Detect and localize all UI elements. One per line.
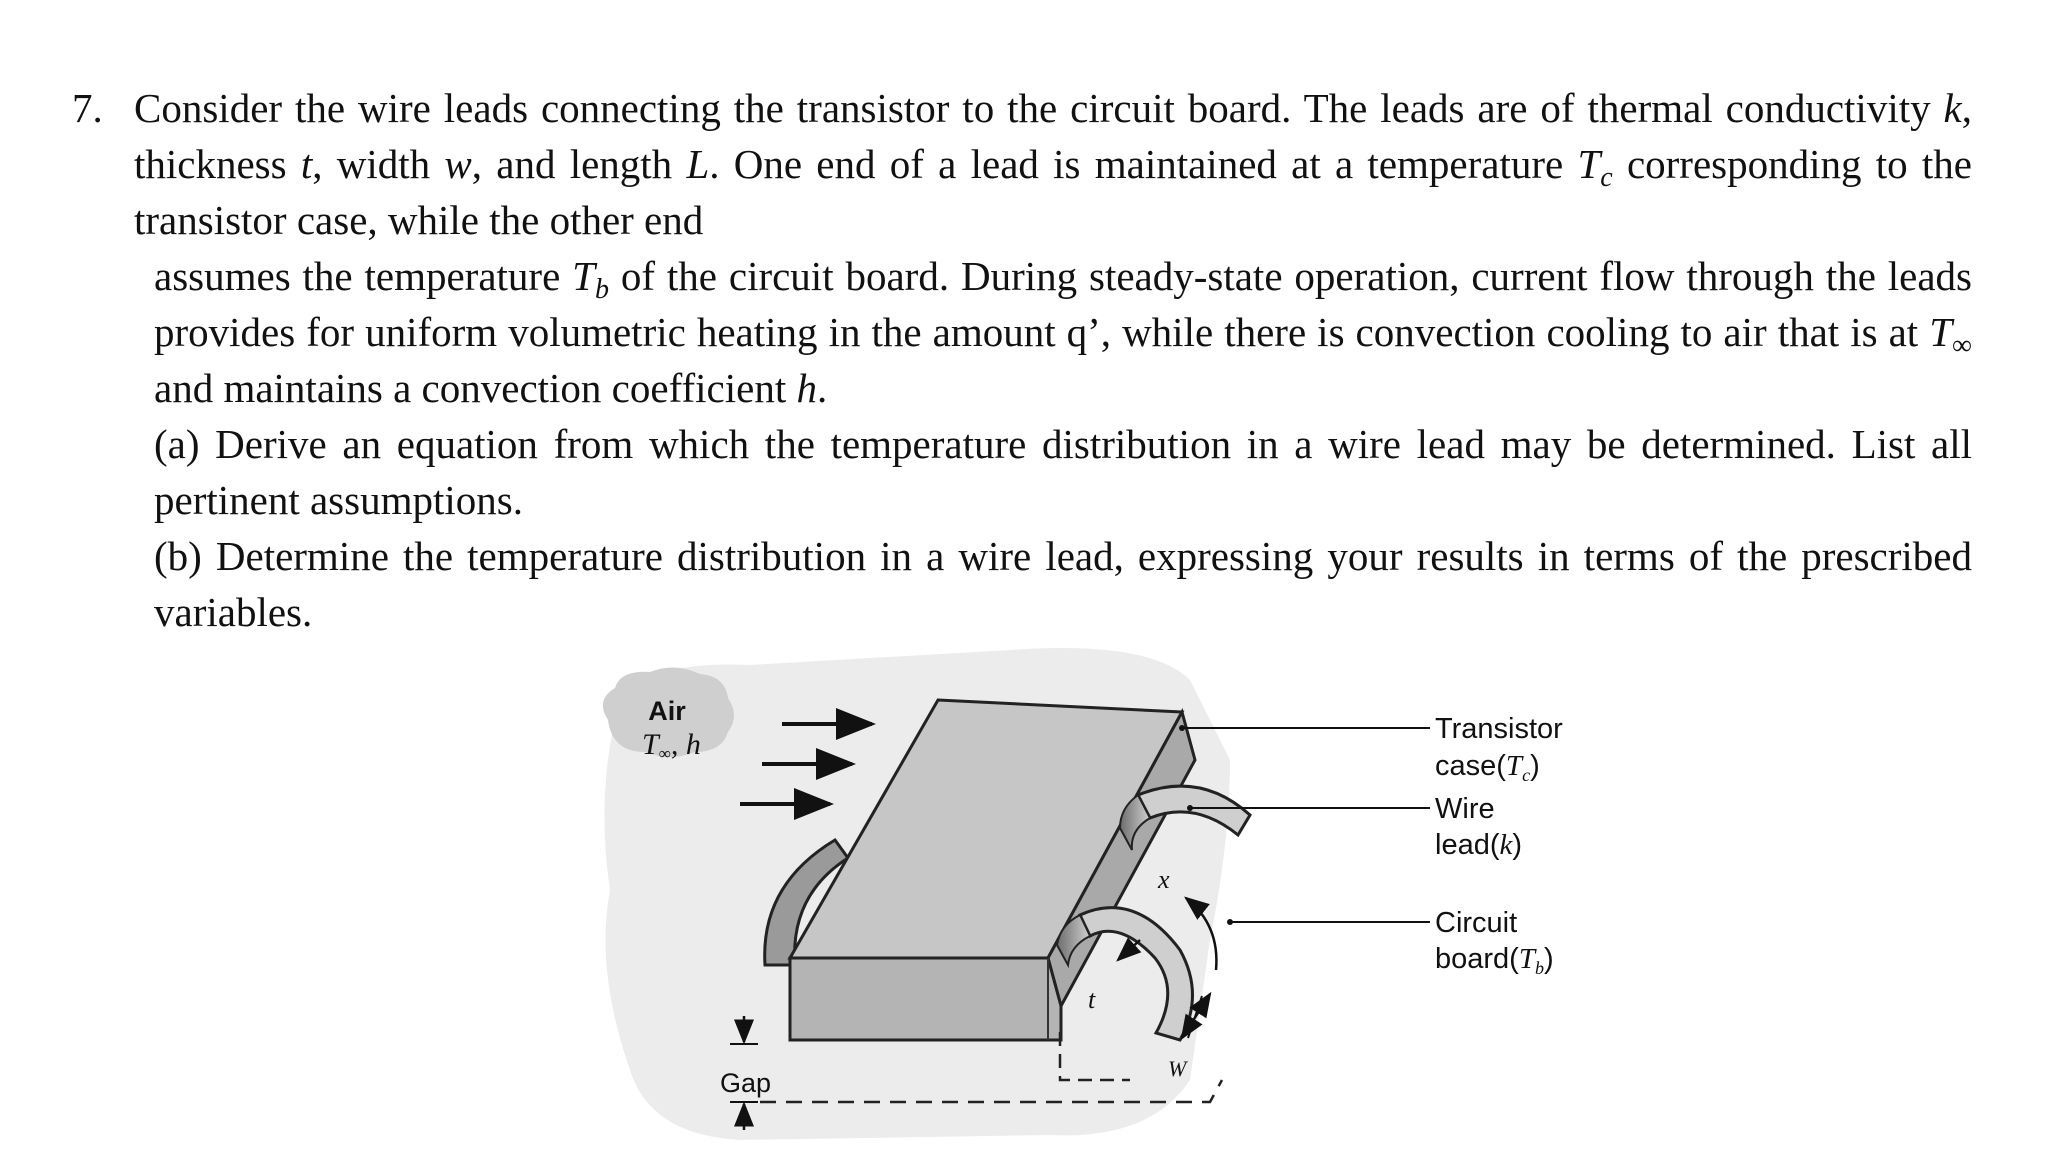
air-conditions-label: T∞, h <box>642 728 701 763</box>
var-w: w <box>444 141 472 187</box>
wire-label-line1: Wire <box>1435 793 1495 825</box>
wire-label-line2: lead(k) <box>1435 829 1522 861</box>
wire-lead-lower-edge <box>1055 913 1092 969</box>
transistor-figure: Air T∞, h t x W Gap Transistor case(Tc) … <box>590 640 1590 1140</box>
wire-lead-upper <box>1135 784 1252 838</box>
width-label: W <box>1168 1056 1188 1081</box>
problem-continuation: assumes the temperature Tb of the circui… <box>72 248 1972 416</box>
intro-text: corresponding to the transistor case, wh… <box>134 141 1972 243</box>
var-Tb: T <box>572 253 595 299</box>
var-h: h <box>796 365 817 411</box>
intro-text: . One end of a lead is maintained at a t… <box>709 141 1578 187</box>
var-Tb-subscript: b <box>594 274 609 305</box>
problem-number: 7. <box>72 85 103 131</box>
thickness-arrow <box>1116 937 1142 962</box>
board-label-line1: Circuit <box>1435 907 1517 939</box>
air-cloud <box>602 667 734 757</box>
intro-text: , width <box>312 141 445 187</box>
x-label: x <box>1157 865 1170 894</box>
problem-statement: 7. Consider the wire leads connecting the… <box>72 80 1972 640</box>
x-direction-arrow <box>1184 896 1218 971</box>
var-Tc: T <box>1577 141 1601 187</box>
wire-lead-upper-edge <box>1118 793 1152 851</box>
intro-text: Consider the wire leads connecting the t… <box>134 85 1944 131</box>
figure-svg: Air T∞, h t x W Gap Transistor case(Tc) … <box>602 648 1563 1140</box>
continuation-text: assumes the temperature <box>154 253 573 299</box>
wire-lead-back <box>763 838 851 967</box>
board-label-line2: board(Tb) <box>1435 943 1554 978</box>
leader-dot <box>1227 919 1233 925</box>
lead-footprint <box>1058 1032 1130 1082</box>
air-label: Air <box>648 696 686 726</box>
var-Tinf-subscript: ∞ <box>1952 330 1972 361</box>
var-k: k <box>1943 85 1962 131</box>
leader-dot <box>1187 805 1193 811</box>
intro-text: , and length <box>471 141 687 187</box>
transistor-label-line1: Transistor <box>1435 713 1563 745</box>
thickness-label: t <box>1088 985 1096 1014</box>
gap-outline <box>760 1079 1224 1104</box>
transistor-label-line2: case(Tc) <box>1435 750 1540 785</box>
var-Tc-subscript: c <box>1600 162 1613 193</box>
gap-label: Gap <box>720 1068 771 1098</box>
continuation-text: and maintains a convection coefficient <box>154 365 797 411</box>
intro-text: , thickness <box>134 85 1972 187</box>
width-arrow <box>1180 1013 1203 1041</box>
var-L: L <box>686 141 710 187</box>
leader-dot <box>1179 725 1185 731</box>
transistor-case-front <box>788 956 1063 1042</box>
var-t: t <box>300 141 313 187</box>
continuation-text: . <box>816 365 828 411</box>
part-a: (a) Derive an equation from which the te… <box>154 421 1972 523</box>
continuation-text: of the circuit board. During steady-stat… <box>154 253 1973 355</box>
width-arrow <box>1189 991 1212 1019</box>
var-Tinf: T <box>1929 309 1953 355</box>
part-b: (b) Determine the temperature distributi… <box>154 533 1972 635</box>
problem-intro: 7. Consider the wire leads connecting the… <box>72 80 1972 248</box>
